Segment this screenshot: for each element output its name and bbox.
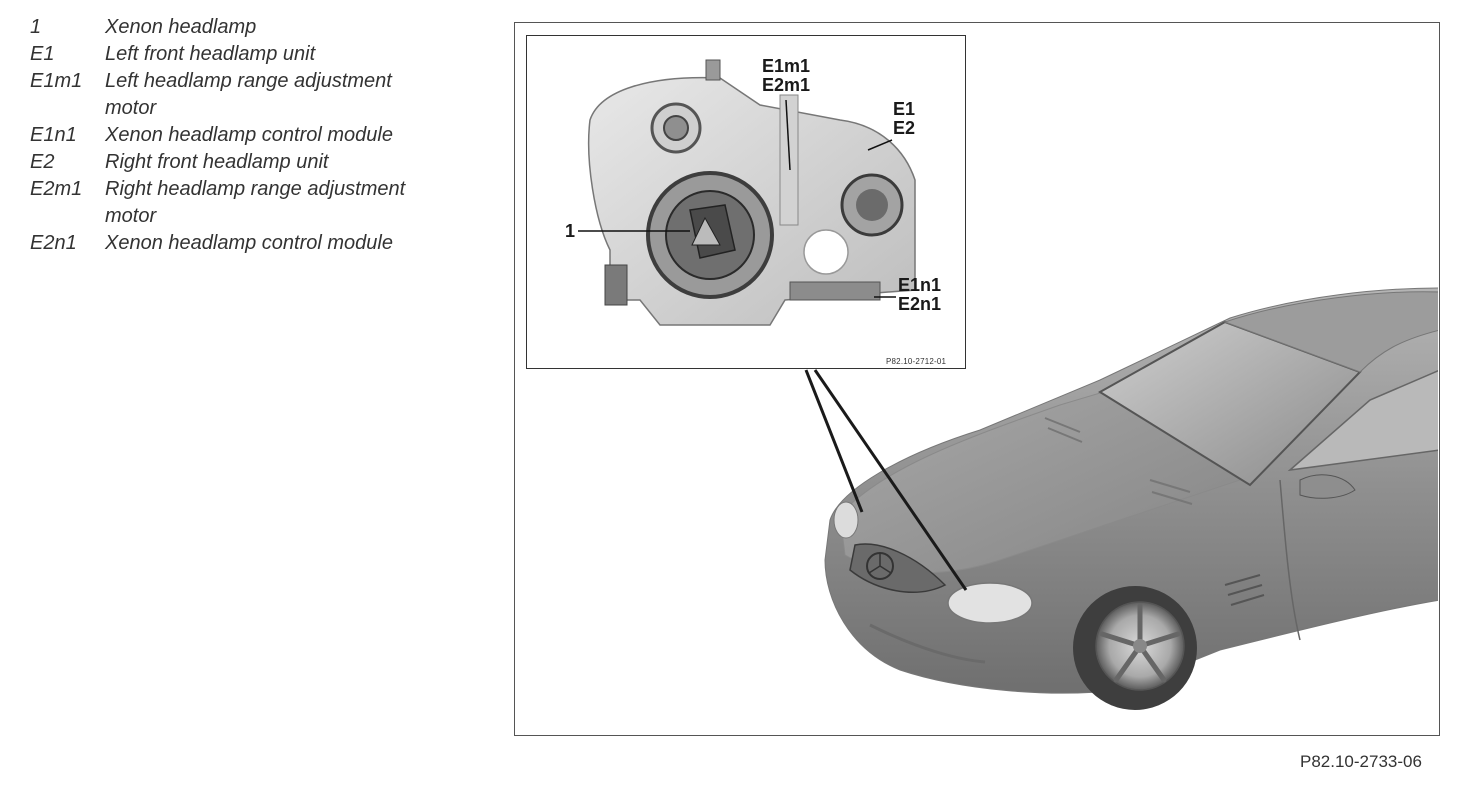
inset-id: P82.10-2712-01 bbox=[886, 357, 947, 366]
callout-label: E2n1 bbox=[898, 294, 942, 314]
car-grille bbox=[849, 543, 947, 593]
callout-lamp: 1 bbox=[565, 221, 576, 241]
callout-label: E1n1 bbox=[898, 275, 942, 295]
legend-row: motor bbox=[30, 203, 470, 230]
car-side-window bbox=[1287, 370, 1438, 472]
legend-row: E1m1 Left headlamp range adjustment bbox=[30, 68, 470, 95]
legend-desc: motor bbox=[105, 205, 157, 227]
legend-code: E2 bbox=[30, 151, 55, 173]
callout-label: E1m1 bbox=[762, 56, 811, 76]
callout-label: E2 bbox=[893, 118, 916, 138]
legend-desc: Left front headlamp unit bbox=[105, 43, 316, 65]
legend-desc: motor bbox=[105, 97, 157, 119]
callout-unit: E1 E2 bbox=[893, 100, 915, 138]
legend-desc: Left headlamp range adjustment bbox=[105, 70, 392, 92]
legend-row: 1 Xenon headlamp bbox=[30, 14, 470, 41]
legend-code: E2n1 bbox=[30, 232, 77, 254]
callout-label: E1 bbox=[893, 99, 916, 119]
legend-row: E2 Right front headlamp unit bbox=[30, 149, 470, 176]
legend-row: E2m1 Right headlamp range adjustment bbox=[30, 176, 470, 203]
car-roof bbox=[1223, 291, 1438, 373]
car-mirror bbox=[1299, 474, 1356, 499]
legend-desc: Xenon headlamp control module bbox=[105, 232, 393, 254]
legend-code: E1n1 bbox=[30, 124, 77, 146]
car-headlamp-right bbox=[947, 582, 1033, 624]
legend-code: E1 bbox=[30, 43, 55, 65]
leader-line bbox=[813, 369, 968, 591]
legend: 1 Xenon headlamp E1 Left front headlamp un… bbox=[30, 14, 470, 257]
legend-row: E1n1 Xenon headlamp control module bbox=[30, 122, 470, 149]
callout-label: E2m1 bbox=[762, 75, 811, 95]
legend-row: E2n1 Xenon headlamp control module bbox=[30, 230, 470, 257]
callout-motor: E1m1 E2m1 bbox=[762, 57, 810, 95]
car-door-line bbox=[1279, 479, 1301, 641]
car-headlamp-left bbox=[833, 501, 859, 539]
legend-code: E1m1 bbox=[30, 70, 83, 92]
legend-desc: Xenon headlamp bbox=[105, 16, 257, 38]
legend-row: E1 Left front headlamp unit bbox=[30, 41, 470, 68]
figure-id: P82.10-2733-06 bbox=[1300, 752, 1422, 771]
legend-desc: Right front headlamp unit bbox=[105, 151, 329, 173]
callout-module: E1n1 E2n1 bbox=[898, 276, 941, 314]
legend-row: motor bbox=[30, 95, 470, 122]
legend-desc: Xenon headlamp control module bbox=[105, 124, 393, 146]
legend-code: 1 bbox=[30, 16, 42, 38]
xenon-control-module bbox=[789, 281, 881, 301]
legend-code: E2m1 bbox=[30, 178, 83, 200]
leader-line bbox=[804, 369, 864, 513]
legend-desc: Right headlamp range adjustment bbox=[105, 178, 406, 200]
